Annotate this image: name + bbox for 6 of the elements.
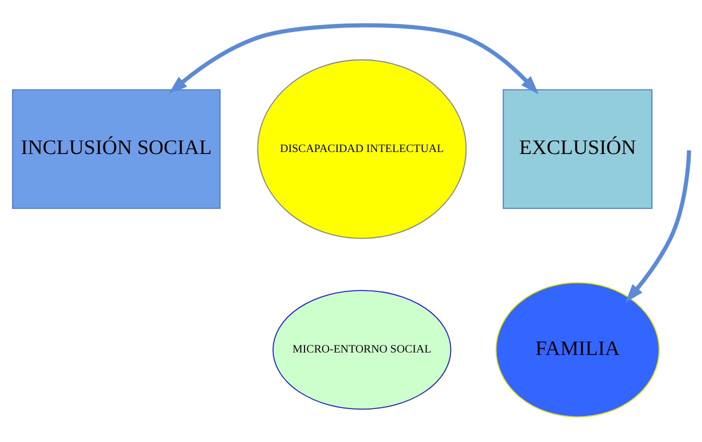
node-box: INCLUSIÓN SOCIAL [12, 89, 221, 209]
arrow [168, 23, 539, 94]
node-box: EXCLUSIÓN [502, 89, 652, 209]
arrow [625, 150, 692, 303]
node-ellipse: MICRO-ENTORNO SOCIAL [272, 290, 452, 410]
node-ellipse: DISCAPACIDAD INTELECTUAL [257, 59, 467, 239]
